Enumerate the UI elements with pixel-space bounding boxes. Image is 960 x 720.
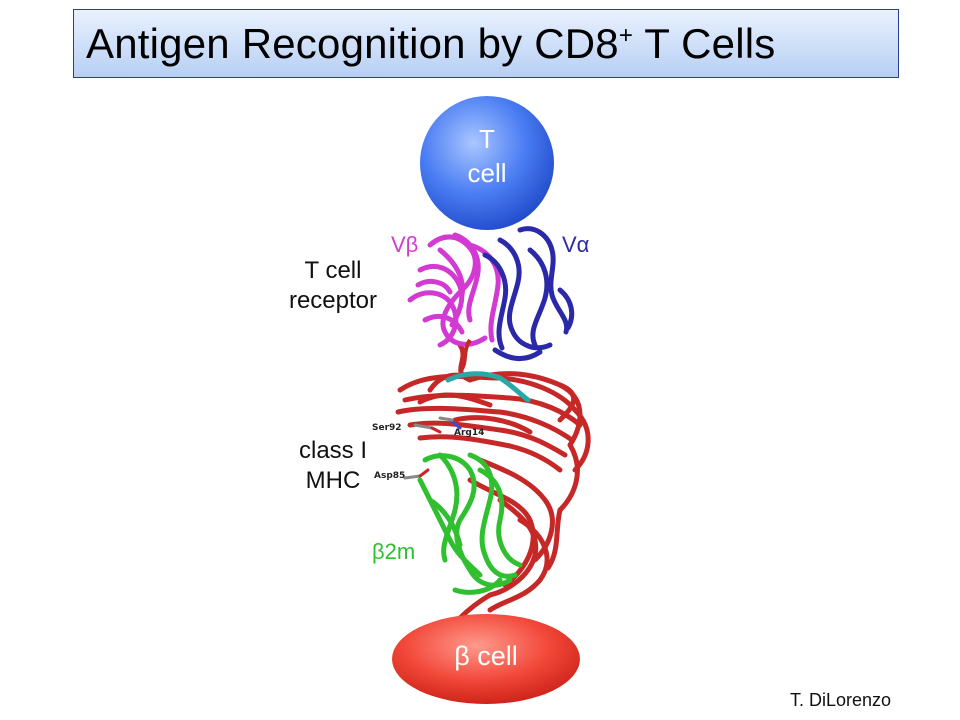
page-title: Antigen Recognition by CD8+ T Cells xyxy=(86,20,776,68)
v-alpha-domain xyxy=(482,226,575,361)
t-cell-circle xyxy=(420,96,554,230)
t-cell-label: T cell xyxy=(420,122,554,190)
tcr-label-line1: T cell xyxy=(304,257,362,284)
t-cell-label-line1: T xyxy=(479,124,495,154)
beta2m-label: β2m xyxy=(372,539,416,564)
tcr-label-line2: receptor xyxy=(288,287,378,314)
title-main: Antigen Recognition by CD8 xyxy=(86,19,619,67)
title-suffix: T Cells xyxy=(633,19,776,67)
mhc-label-line2: MHC xyxy=(305,467,361,494)
title-superscript: + xyxy=(618,21,634,49)
beta2m-chain xyxy=(417,452,523,595)
t-cell-label-line2: cell xyxy=(467,158,507,188)
residue-ser92-label: Ser92 xyxy=(372,423,402,433)
v-alpha-label: Vα xyxy=(562,232,590,257)
mhc-label-line1: class I xyxy=(298,437,367,464)
v-beta-label: Vβ xyxy=(391,232,419,257)
residue-asp85-label: Asp85 xyxy=(374,471,406,481)
peptide-strand xyxy=(445,371,531,403)
residue-arg14-label: Arg14 xyxy=(454,428,485,438)
author-credit: T. DiLorenzo xyxy=(790,690,892,710)
residue-sticks xyxy=(403,416,462,480)
mhc-label: class I MHC xyxy=(258,436,408,496)
title-box: Antigen Recognition by CD8+ T Cells xyxy=(73,9,899,78)
b-cell-label: β cell xyxy=(454,641,518,671)
tcr-label: T cell receptor xyxy=(258,256,408,316)
tcr-mhc-link xyxy=(458,338,472,374)
v-beta-domain xyxy=(407,232,501,348)
b-cell-ellipse xyxy=(392,614,580,704)
